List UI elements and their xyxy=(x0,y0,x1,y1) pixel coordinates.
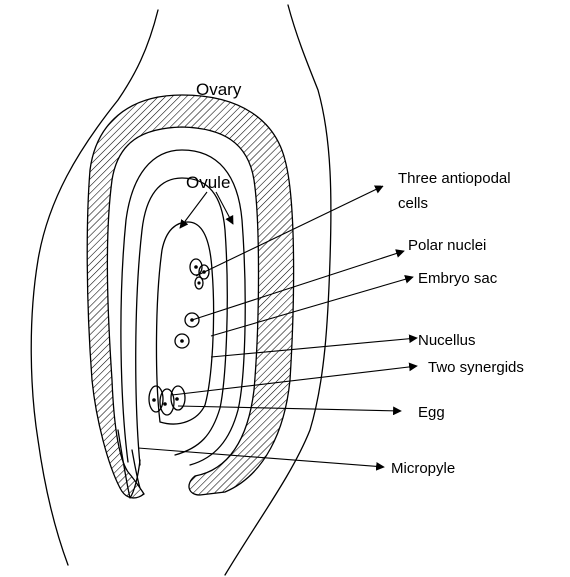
label-ovary: Ovary xyxy=(196,80,242,99)
label-antipodal-line1: Three antiopodal xyxy=(398,170,511,187)
pointer-polar-nuclei xyxy=(192,251,404,320)
label-antipodal-line2: cells xyxy=(398,195,428,212)
label-egg: Egg xyxy=(418,404,445,421)
pointer-embryo-sac xyxy=(211,277,413,336)
label-embryo-sac: Embryo sac xyxy=(418,270,498,287)
pointer-synergids xyxy=(172,366,417,395)
egg-apparatus xyxy=(149,386,185,415)
label-nucellus: Nucellus xyxy=(418,332,476,349)
label-micropyle: Micropyle xyxy=(391,460,455,477)
label-polar-nuclei: Polar nuclei xyxy=(408,237,486,254)
label-synergids: Two synergids xyxy=(428,359,524,376)
inner-integument-outer xyxy=(121,150,245,465)
pointer-egg xyxy=(178,406,401,411)
label-ovule: Ovule xyxy=(186,173,230,192)
pointer-nucellus xyxy=(211,338,417,357)
ovule-arrow-right xyxy=(216,192,233,224)
polar-nuclei xyxy=(175,313,199,348)
